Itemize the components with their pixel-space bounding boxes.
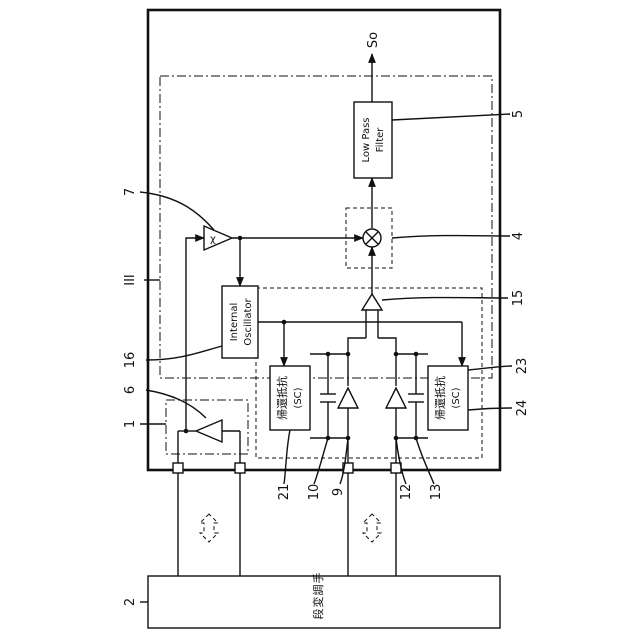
multiplier-symbol: χ: [210, 234, 216, 245]
osc-label-1: Internal: [229, 303, 240, 342]
dashed-double-arrow-left: [200, 514, 218, 542]
ref-7: 7: [123, 188, 138, 196]
region-iii: [160, 76, 492, 378]
buffer-to-amp7-line: [186, 238, 204, 430]
amp15-left-input: [348, 338, 366, 386]
amplifier-12: [386, 388, 406, 408]
amplifier-9: [338, 388, 358, 408]
ref-9: 9: [331, 488, 346, 496]
ref-iii: III: [123, 274, 138, 286]
multiplier-amp-7: [204, 226, 232, 250]
low-pass-filter-block: [354, 102, 392, 178]
osc-label-2: Oscillator: [243, 298, 254, 346]
ref-21: 21: [277, 484, 292, 501]
ref-10: 10: [307, 484, 322, 501]
modulator-char-1: 変: [311, 597, 325, 608]
ref-13: 13: [429, 484, 444, 501]
ref-6: 6: [123, 386, 138, 394]
ref-2: 2: [123, 598, 138, 606]
terminal-pad-1: [173, 463, 183, 473]
sc-right-label-2: (SC): [451, 387, 462, 408]
sc-left-label-2: (SC): [293, 387, 304, 408]
lpf-label-1: Low Pass: [361, 118, 372, 163]
ref-15: 15: [511, 290, 526, 307]
ref-12: 12: [399, 484, 414, 501]
dashed-double-arrow-right: [363, 514, 381, 542]
sc-right-label-1: 帰還抵抗: [433, 376, 447, 420]
amplifier-15: [362, 294, 382, 310]
modulator-char-3: 手: [311, 573, 325, 584]
buffer-amp-6: [196, 420, 222, 442]
ref-23: 23: [515, 358, 530, 375]
ref-4: 4: [511, 232, 526, 240]
ref-1: 1: [123, 420, 138, 428]
ref-16: 16: [123, 352, 138, 369]
modulator-char-2: 調: [311, 585, 325, 596]
amp15-right-input: [378, 338, 396, 386]
ref-5: 5: [511, 110, 526, 118]
lpf-label-2: Filter: [375, 127, 386, 153]
output-label: So: [366, 32, 381, 48]
terminal-pad-2: [235, 463, 245, 473]
sc-left-label-1: 帰還抵抗: [275, 376, 289, 420]
modulator-char-4: 段: [311, 609, 325, 620]
ref-24: 24: [515, 400, 530, 417]
